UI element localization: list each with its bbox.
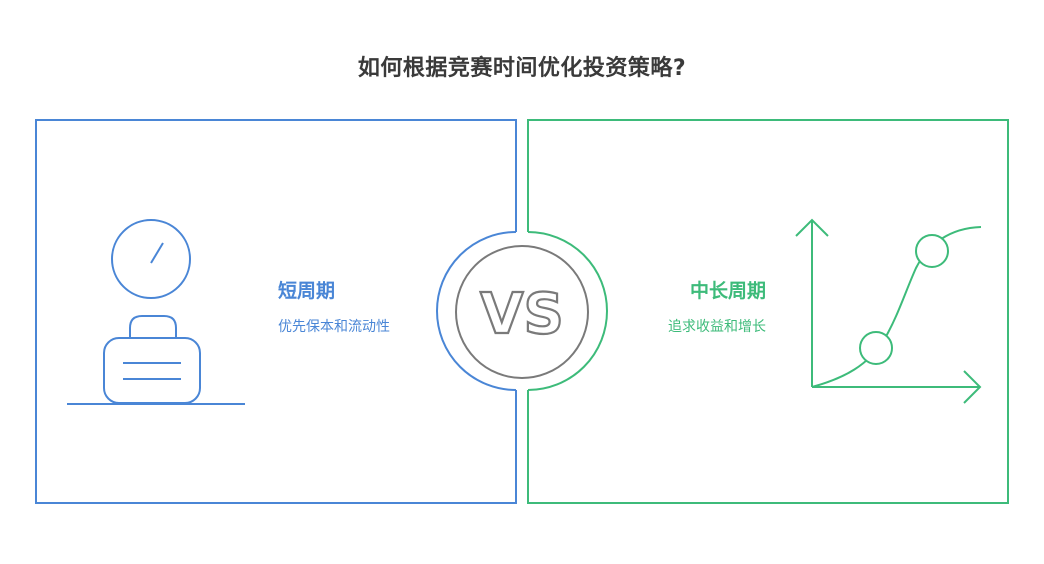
- left-connector-arc: [436, 231, 517, 391]
- vs-circle: [455, 245, 589, 379]
- briefcase-icon: [103, 315, 201, 404]
- vs-label: VS: [480, 282, 564, 347]
- right-panel-frame: [527, 119, 1009, 504]
- right-connector-arc: [527, 231, 608, 391]
- stopwatch-icon: [111, 219, 191, 299]
- short-term-subtitle: 优先保本和流动性: [278, 319, 390, 335]
- chart-point-upper: [915, 234, 949, 268]
- page-title: 如何根据竞赛时间优化投资策略?: [357, 56, 687, 81]
- long-term-heading: 中长周期: [689, 280, 766, 302]
- chart-point-lower: [859, 331, 893, 365]
- left-panel-frame: [35, 119, 517, 504]
- growth-chart-icon: [795, 218, 982, 404]
- long-term-subtitle: 追求收益和增长: [668, 319, 766, 335]
- short-term-heading: 短周期: [278, 280, 336, 302]
